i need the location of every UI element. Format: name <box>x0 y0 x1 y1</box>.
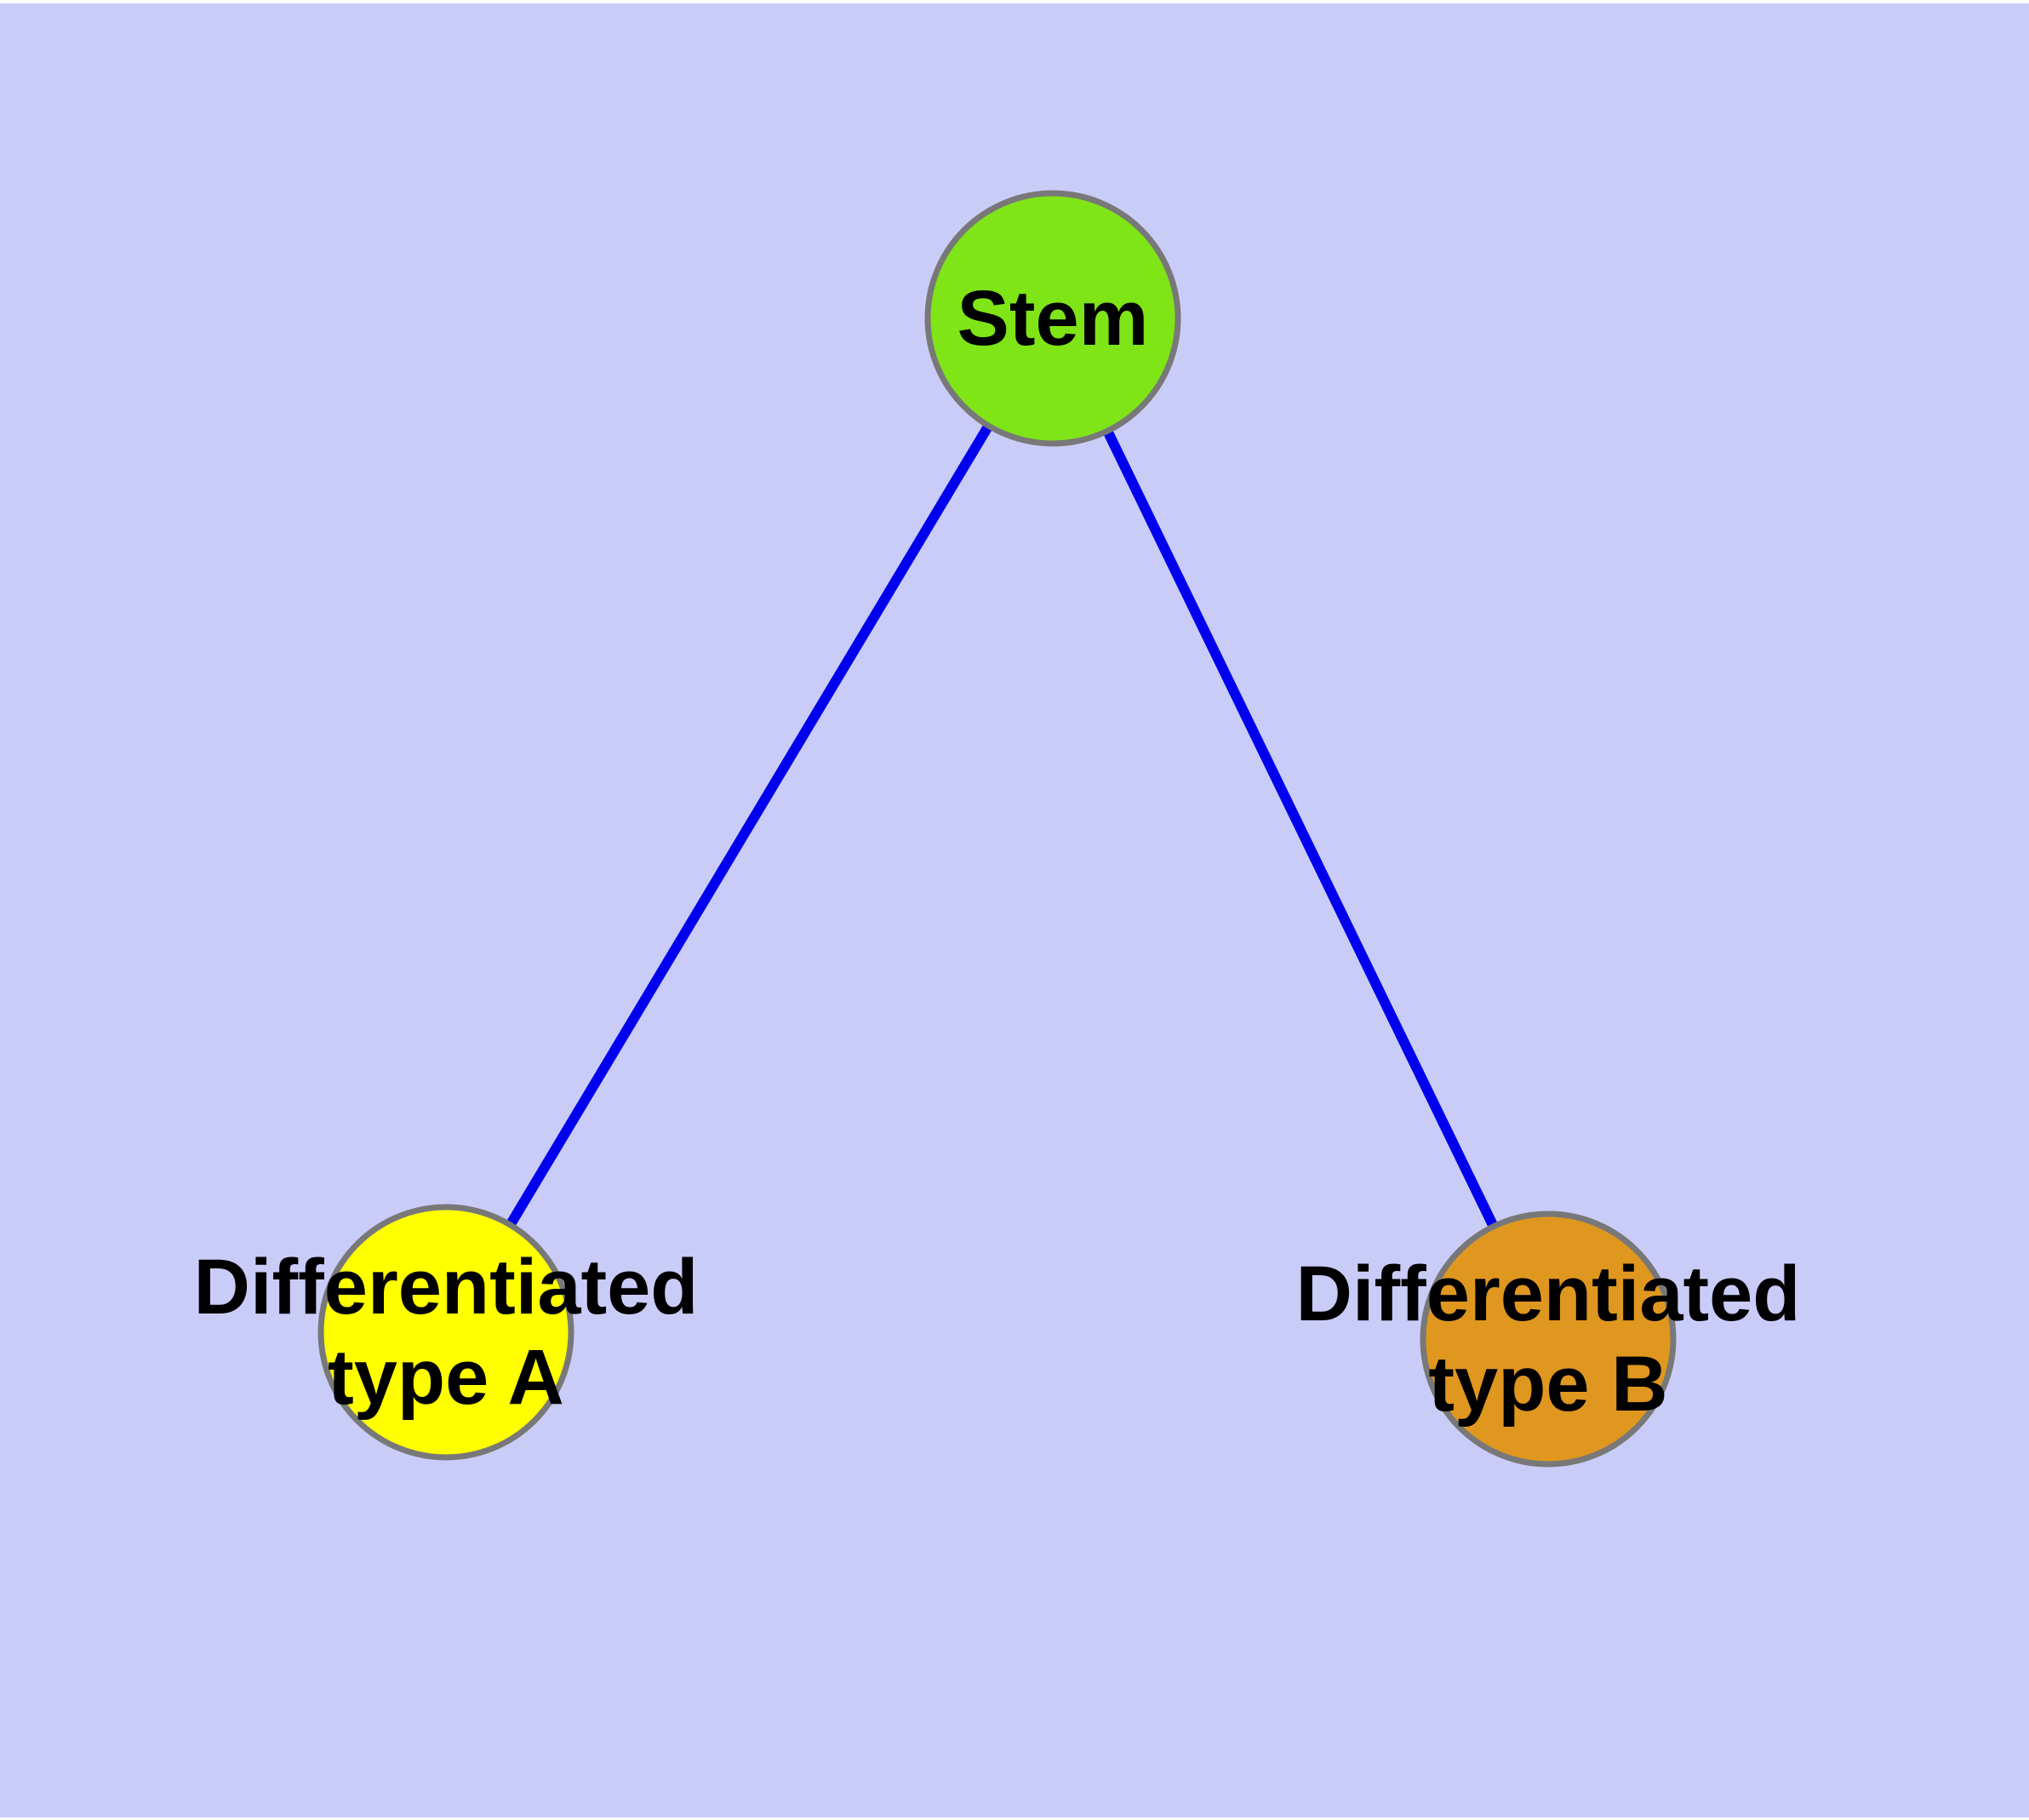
edges-layer <box>441 315 1553 1342</box>
node-type-a[interactable] <box>317 1204 574 1461</box>
node-stem[interactable] <box>924 190 1181 447</box>
edge-stem-type-b[interactable] <box>1048 316 1553 1342</box>
edge-stem-type-a[interactable] <box>441 315 1058 1336</box>
node-label-stem: Stem <box>957 275 1149 362</box>
nodes-layer <box>317 190 1677 1468</box>
node-type-b[interactable] <box>1420 1210 1677 1468</box>
